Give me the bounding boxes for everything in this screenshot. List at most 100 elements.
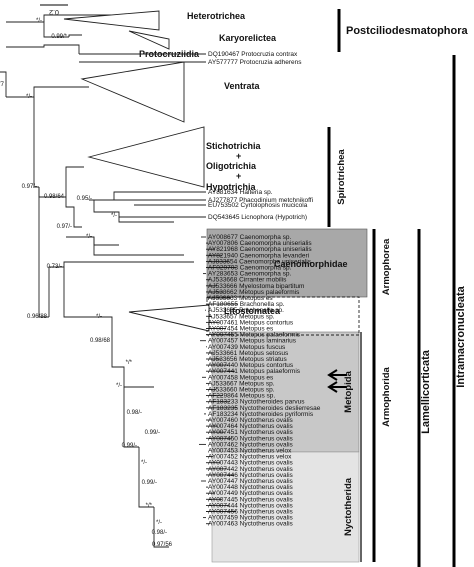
support-value: 0.98/- — [127, 410, 142, 416]
support-value: */- — [156, 520, 162, 526]
leaf-label: AF183233 Nyctotheroides parvus — [208, 399, 305, 406]
leaf-label: AY007450 Nyctotherus ovalis — [208, 435, 294, 442]
clade-label-plus-1: + — [236, 151, 241, 161]
leaf-label: AY008677 Caenomorpha sp. — [208, 234, 292, 241]
group-label-armophorea: Armophorea — [381, 238, 392, 295]
arrow-2 — [327, 381, 347, 393]
support-value: 0.96/77 — [0, 82, 5, 88]
leaf-label: AY007455 Metopus palaeformis — [208, 332, 301, 339]
heterotrichea-triangle — [63, 10, 160, 31]
super-label-postciliodesmatophora: Postciliodesmatophora — [346, 25, 469, 37]
support-value: */- — [36, 18, 42, 24]
leaf-label: AY007456 Nyctotherus ovalis — [208, 509, 294, 516]
leaf-label: AY007461 Metopus contortus — [208, 319, 294, 326]
nyctotherida-box — [211, 451, 360, 563]
leaf-label: AJ533662 Metopus palaeformis — [208, 289, 300, 296]
support-value: 0.95/- — [77, 196, 92, 202]
leaf-label: AY007447 Nyctotherus ovalis — [208, 478, 294, 485]
leaf-label: AY007443 Nyctotherus ovalis — [208, 460, 294, 467]
group-label-nyctotherida: Nyctotherida — [343, 477, 354, 536]
support-value: */- — [116, 383, 122, 389]
clade-label-ventrata: Ventrata — [224, 81, 261, 91]
leaf-label: AJ533660 Metopus sp. — [208, 387, 275, 394]
leaf-label: AY007445 Nyctotherus ovalis — [208, 496, 294, 503]
leaf-label: AJ277877 Phacodinium metchnikoffi — [208, 197, 313, 204]
leaf-label: AJ533668 Cirranter mobilis — [208, 277, 287, 284]
support-value: */- — [96, 314, 102, 320]
support-value: 0.99/- — [145, 430, 160, 436]
support-value: 0.98/- — [152, 530, 167, 536]
tree-edges — [0, 14, 194, 548]
clade-label-karyorelictea: Karyorelictea — [219, 33, 277, 43]
leaf-label: AJ533667 Metopus sp. — [208, 380, 275, 387]
leaf-label: AY007440 Metopus contortus — [208, 362, 294, 369]
leaf-label: AY007457 Metopus laminarius — [208, 338, 297, 345]
support-values: 0.96/77 */- 0.99/* */- 0.97/- 0.98/64 0.73/- 0.… — [0, 18, 173, 548]
clade-label-stichotrichia: Stichotrichia — [206, 141, 262, 151]
support-value: 0.96/88 — [27, 314, 48, 320]
scale-label: 0.2 — [49, 8, 59, 15]
leaf-label: AJ533661 Metopus setosus — [208, 350, 289, 357]
clade-label-caenomorphidae: Caenomorphidae — [274, 259, 348, 269]
ventrata-triangle — [80, 61, 185, 123]
stichotrichia-triangle — [87, 126, 205, 188]
support-value: 0.73/- — [47, 264, 62, 270]
support-value: 0.97/- — [57, 224, 72, 230]
arrow-1 — [327, 369, 347, 381]
leaf-label: AY007451 Nyctotherus ovalis — [208, 429, 294, 436]
leaf-label: AF029703 Caenomorpha sp. — [208, 265, 292, 272]
support-value: */* — [146, 503, 153, 509]
leaf-label: AY007459 Nyctotherus ovalis — [208, 515, 294, 522]
leaf-label: AY007446 Nyctotherus ovalis — [208, 472, 294, 479]
leaf-label: AF183235 Nyctotheroides deslierresae — [208, 405, 321, 412]
karyorelictea-triangle — [128, 30, 170, 50]
clade-label-hypotrichia: Hypotrichia — [206, 182, 257, 192]
support-value: 0.97/- — [22, 184, 37, 190]
leaf-label: AY007439 Metopus fuscus — [208, 344, 286, 351]
support-value: 0.98/64 — [44, 194, 65, 200]
support-value: */* — [126, 360, 133, 366]
leaf-label: AY007449 Nyctotherus ovalis — [208, 490, 294, 497]
support-value: 0.97/56 — [152, 542, 173, 548]
group-label-metopida: Metopida — [343, 370, 354, 412]
support-value: 0.98/68 — [90, 338, 111, 344]
clade-label-litostomatea: Litostomatea — [224, 306, 281, 316]
leaf-label: AY007463 Nyctotherus ovalis — [208, 521, 294, 528]
leaf-label: AY881634 Halteria sp. — [208, 189, 273, 196]
leaf-label: AY007464 Nyctotherus ovalis — [208, 423, 294, 430]
clade-label-plus-2: + — [236, 171, 241, 181]
leaf-label: AY283653 Caenomorpha sp. — [208, 271, 292, 278]
leaf-label: EU753502 Cyrtolophosis mucicola — [208, 202, 308, 209]
clade-label-oligotrichia: Oligotrichia — [206, 161, 257, 171]
leaf-label: AY007448 Nyctotherus ovalis — [208, 484, 294, 491]
leaf-label: AY007462 Nyctotherus ovalis — [208, 441, 294, 448]
group-label-armophorida: Armophorida — [381, 366, 392, 426]
leaf-label: AY007454 Metopus es — [208, 326, 274, 333]
leaf-label: AY007442 Nyctotherus ovalis — [208, 466, 294, 473]
support-value: */- — [111, 213, 117, 219]
leaf-label: AF183234 Nyctotheroides pyriformis — [208, 411, 314, 418]
leaf-label: AJ833654 Caenomorpha uniserialis — [208, 258, 312, 265]
leaf-label: AY577777 Protocruzia adherens — [208, 59, 302, 66]
leaf-label: DQ190467 Protocruzia contrax — [208, 51, 298, 58]
support-value: 0.99/- — [142, 480, 157, 486]
support-value: */- — [26, 94, 32, 100]
metopida-box — [211, 331, 360, 453]
leaf-label: AY007458 Metopus es — [208, 374, 274, 381]
support-value: */- — [141, 460, 147, 466]
leaf-label: AY007453 Nyctotherus velox — [208, 448, 292, 455]
new-sequence-arrows — [327, 369, 347, 393]
support-value: 0.99/* — [51, 34, 67, 40]
leaf-label: AY007441 Metopus palaeformis — [208, 368, 301, 375]
leaf-label: AY821968 Caenomorpha uniserialis — [208, 246, 312, 253]
leaf-label: AY821940 Caenomorpha levanderi — [208, 252, 309, 259]
leaf-label: AY007452 Nyctotherus velox — [208, 454, 292, 461]
group-label-spirotrichea: Spirotrichea — [336, 149, 347, 205]
litostomatea-triangle — [128, 304, 210, 332]
leaf-label: AJ533665 Brachonella sp. — [208, 307, 284, 314]
leaf-label: DQ543645 Licnophora (Hypotrich) — [208, 214, 307, 221]
leaf-label: AY007460 Nyctotherus ovalis — [208, 417, 294, 424]
